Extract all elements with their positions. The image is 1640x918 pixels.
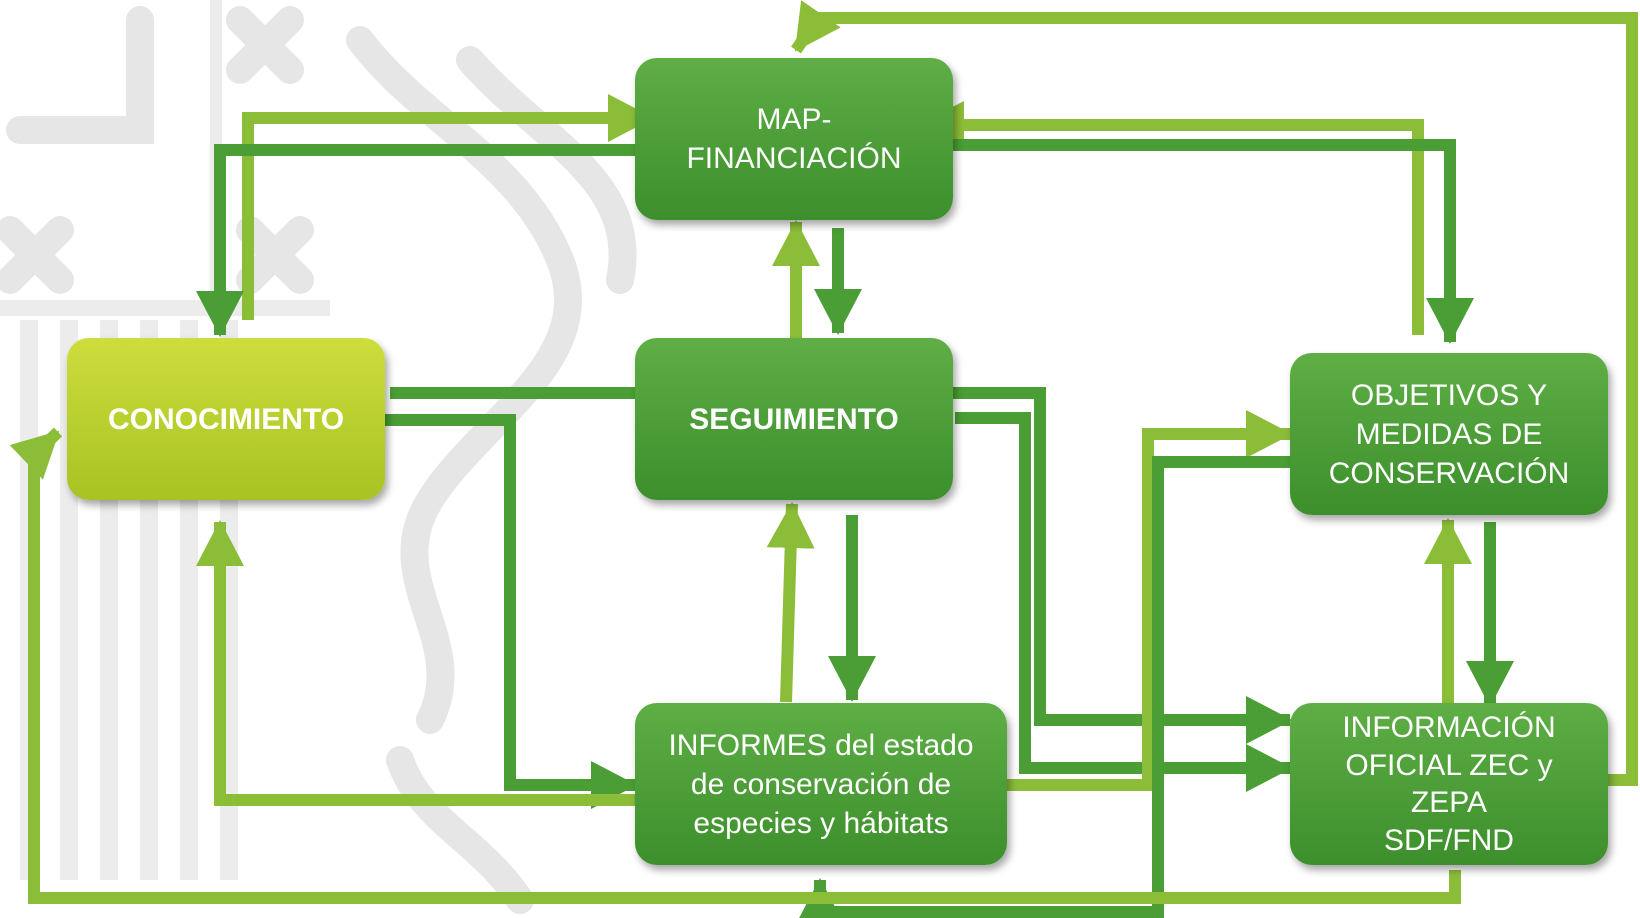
arrow-informes-to-objetivos: [1005, 410, 1292, 791]
node-map-financiacion: MAP- FINANCIACIÓN: [635, 58, 953, 220]
node-informacion-oficial-label: INFORMACIÓN OFICIAL ZEC y ZEPA SDF/FND: [1342, 711, 1556, 857]
node-informes: INFORMES del estado de conservación de e…: [635, 703, 1007, 865]
node-conocimiento-label: CONOCIMIENTO: [107, 402, 345, 436]
arrow-map-to-conocimiento: [196, 144, 640, 337]
arrow-objetivos-to-map: [918, 101, 1424, 335]
node-seguimiento: SEGUIMIENTO: [635, 338, 953, 500]
node-informes-label: INFORMES del estado de conservación de e…: [668, 728, 974, 840]
node-informacion-oficial: INFORMACIÓN OFICIAL ZEC y ZEPA SDF/FND: [1290, 703, 1608, 865]
node-map-financiacion-label: MAP- FINANCIACIÓN: [686, 103, 902, 175]
node-conocimiento: CONOCIMIENTO: [67, 338, 385, 500]
node-objetivos: OBJETIVOS Y MEDIDAS DE CONSERVACIÓN: [1290, 353, 1608, 515]
arrow-informes-to-conocimiento: [196, 520, 640, 806]
arrow-conocimiento-to-map: [242, 94, 654, 320]
arrow-informacion-to-map-top: [791, 0, 1638, 786]
arrow-informes-to-seguimiento: [766, 502, 815, 703]
node-seguimiento-label: SEGUIMIENTO: [689, 402, 899, 436]
arrow-informacion-to-conocimiento: [9, 427, 1461, 904]
arrow-map-to-objetivos: [950, 139, 1474, 344]
node-objetivos-label: OBJETIVOS Y MEDIDAS DE CONSERVACIÓN: [1328, 378, 1570, 490]
arrow-conocimiento-to-informes: [385, 414, 637, 809]
